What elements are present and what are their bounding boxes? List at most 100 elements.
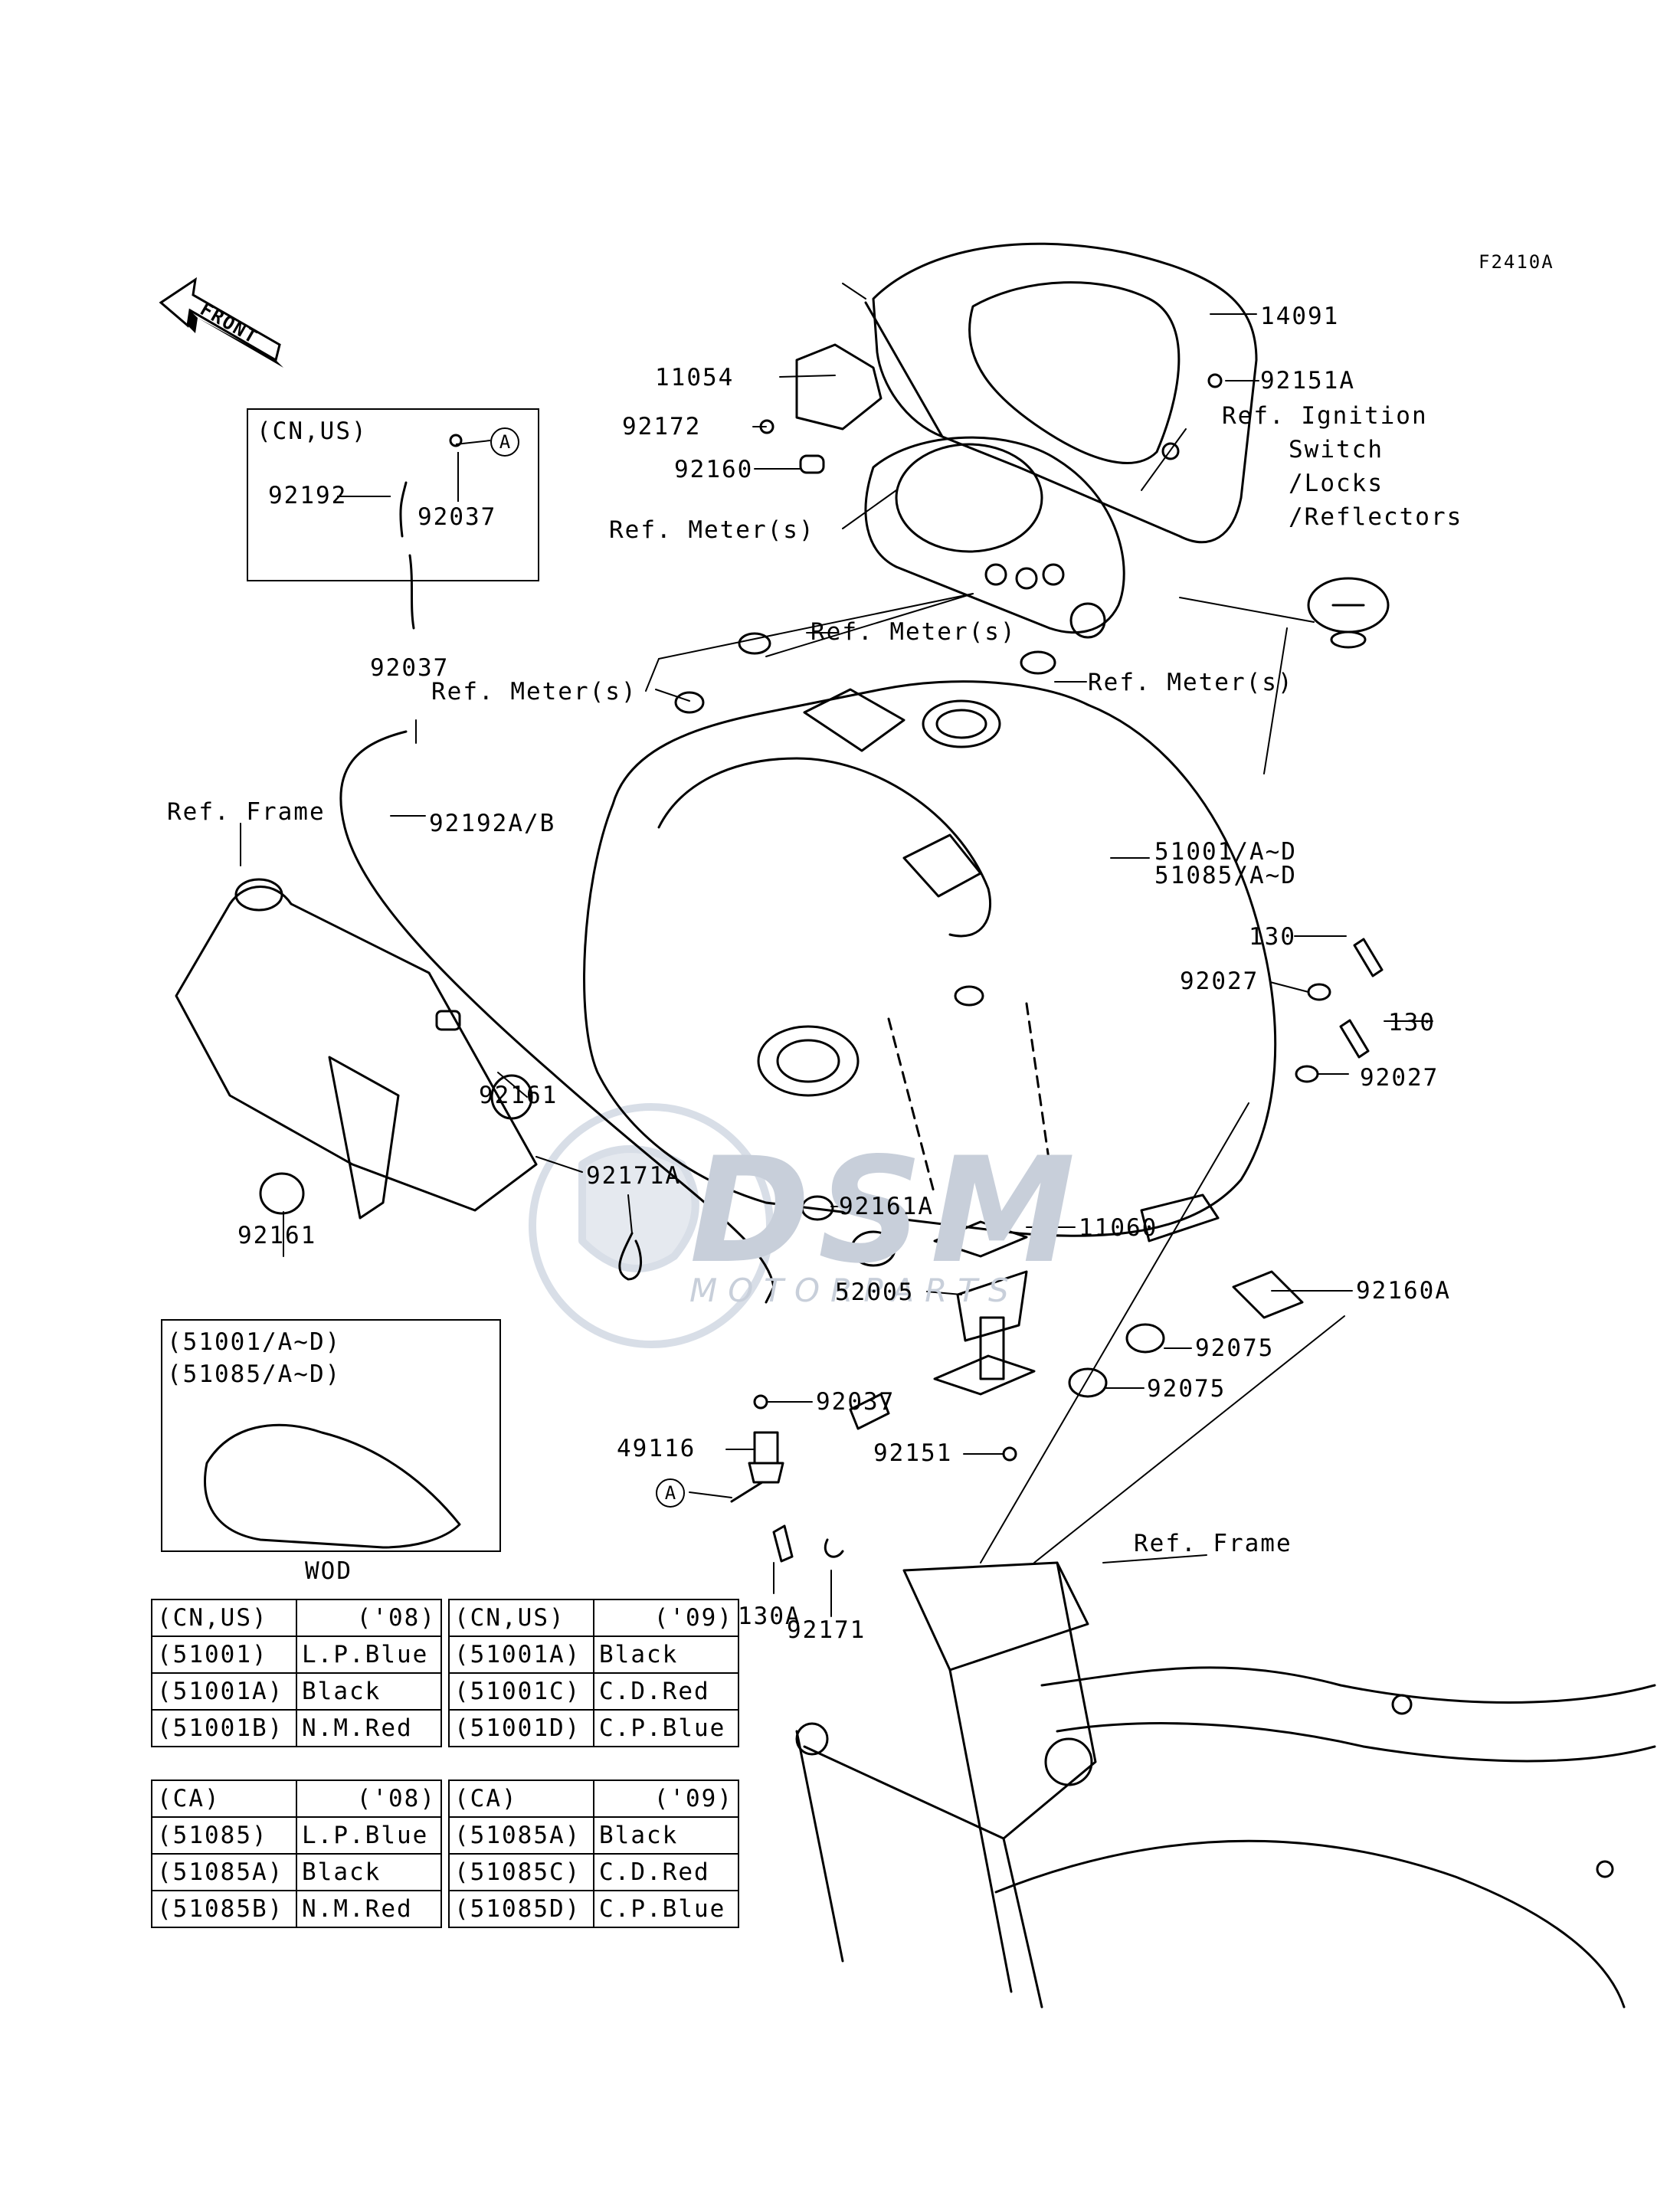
callout-92160A: 92160A [1356, 1277, 1451, 1305]
table-header-row: (CN,US) ('08) [151, 1599, 442, 1637]
table-row: (51085A) Black [151, 1853, 442, 1891]
table-cell: (51085A) [448, 1816, 594, 1855]
damper-92075-b [1068, 1367, 1108, 1398]
callout-130A: 130A [738, 1603, 801, 1630]
ref-frame-right: Ref. Frame [1134, 1530, 1292, 1557]
callout-49116: 49116 [617, 1435, 696, 1462]
ref-meter-1: Ref. Meter(s) [609, 516, 815, 544]
table-cell: C.D.Red [593, 1672, 739, 1711]
wod-tank-outline [204, 1423, 461, 1549]
callout-92161A: 92161A [839, 1193, 934, 1220]
breather-hose [339, 730, 775, 1288]
table-cell: L.P.Blue [296, 1635, 442, 1674]
table-row: (51001B) N.M.Red [151, 1709, 442, 1747]
table-cell: N.M.Red [296, 1709, 442, 1747]
callout-92027-a: 92027 [1180, 968, 1259, 995]
bolt-130A [772, 1524, 794, 1563]
ref-locks: /Locks [1289, 470, 1384, 497]
table-cell: Black [296, 1853, 442, 1891]
table-row: (51085D) C.P.Blue [448, 1890, 739, 1928]
callout-92161-a: 92161 [479, 1082, 558, 1109]
table-cell: (51085C) [448, 1853, 594, 1891]
inset-wod [161, 1319, 501, 1552]
inset-leaders [337, 440, 491, 502]
table-cell: L.P.Blue [296, 1816, 442, 1855]
figure-code: F2410A [1479, 251, 1554, 273]
callout-92171: 92171 [787, 1616, 866, 1644]
table-row: (51085B) N.M.Red [151, 1890, 442, 1928]
screw-92151 [1002, 1446, 1017, 1462]
table-header-cell: (CN,US) [151, 1599, 297, 1637]
color-table-cnus-09: (CN,US) ('09) (51001A) Black (51001C) C.… [448, 1599, 739, 1747]
callout-130-a: 130 [1249, 923, 1296, 951]
table-row: (51001C) C.D.Red [448, 1672, 739, 1711]
meter-cover [864, 242, 1258, 544]
speedometer-unit [864, 436, 1125, 639]
table-cell: (51085) [151, 1816, 297, 1855]
ref-reflectors: /Reflectors [1289, 503, 1463, 531]
table-row: (51001A) Black [151, 1672, 442, 1711]
color-table-ca-09: (CA) ('09) (51085A) Black (51085C) C.D.R… [448, 1780, 739, 1928]
washer-92027-b [1295, 1065, 1319, 1083]
inset-clamp-label: 92037 [418, 503, 497, 531]
table-header-row: (CN,US) ('09) [448, 1599, 739, 1637]
callout-52005: 52005 [835, 1279, 915, 1306]
callout-92151A: 92151A [1260, 367, 1355, 395]
table-header-cell: (CN,US) [448, 1599, 594, 1637]
callout-92075-b: 92075 [1147, 1375, 1226, 1403]
table-row: (51001) L.P.Blue [151, 1635, 442, 1674]
table-row: (51001D) C.P.Blue [448, 1709, 739, 1747]
ref-meter-4: Ref. Meter(s) [1088, 669, 1294, 696]
marker-a-top: A [490, 427, 519, 457]
watermark-sub: MOTORPARTS [689, 1272, 1020, 1309]
ref-frame-left: Ref. Frame [167, 798, 326, 826]
table-cell: Black [593, 1816, 739, 1855]
callout-14091: 14091 [1260, 303, 1340, 330]
table-header-cell: ('08) [296, 1780, 442, 1818]
table-cell: Black [296, 1672, 442, 1711]
table-cell: (51085A) [151, 1853, 297, 1891]
wod-line2: (51085/A~D) [167, 1360, 342, 1388]
valve-49116 [730, 1431, 784, 1503]
fuel-cap [1307, 577, 1390, 649]
fuel-tank [583, 680, 1277, 1243]
callout-92172: 92172 [622, 413, 702, 440]
table-cell: Black [593, 1635, 739, 1674]
callout-92171A: 92171A [586, 1162, 681, 1190]
table-cell: C.P.Blue [593, 1709, 739, 1747]
clip-92171A [618, 1232, 643, 1281]
table-header-cell: ('09) [593, 1599, 739, 1637]
table-cell: C.P.Blue [593, 1890, 739, 1928]
color-table-ca-08: (CA) ('08) (51085) L.P.Blue (51085A) Bla… [151, 1780, 442, 1928]
callout-92037-top: 92037 [370, 654, 450, 682]
washer-92027-a [1307, 983, 1331, 1001]
main-frame [795, 1561, 1656, 2009]
table-cell: (51001A) [151, 1672, 297, 1711]
table-cell: (51001) [151, 1635, 297, 1674]
callout-92075-a: 92075 [1195, 1334, 1275, 1362]
table-row: (51001A) Black [448, 1635, 739, 1674]
callout-92151: 92151 [873, 1439, 953, 1467]
callout-92027-b: 92027 [1360, 1064, 1439, 1092]
table-cell: (51001D) [448, 1709, 594, 1747]
color-table-cnus-08: (CN,US) ('08) (51001) L.P.Blue (51001A) … [151, 1599, 442, 1747]
ref-meter-3: Ref. Meter(s) [431, 678, 637, 706]
screw-92151A [1207, 373, 1223, 388]
table-cell: (51001A) [448, 1635, 594, 1674]
damper-92075-a [1125, 1323, 1165, 1354]
callout-130-b: 130 [1388, 1009, 1436, 1036]
watermark-globe [529, 1103, 774, 1348]
bolt-130-a [1353, 938, 1384, 977]
callout-11054: 11054 [655, 364, 735, 391]
table-cell: (51085D) [448, 1890, 594, 1928]
clamp-92037-bottom [753, 1394, 768, 1410]
table-header-row: (CA) ('09) [448, 1780, 739, 1818]
table-cell: (51085B) [151, 1890, 297, 1928]
wod-caption: WOD [305, 1557, 352, 1585]
table-header-cell: (CA) [151, 1780, 297, 1818]
wod-line1: (51001/A~D) [167, 1328, 342, 1356]
callout-92161-b: 92161 [237, 1222, 317, 1249]
table-row: (51085) L.P.Blue [151, 1816, 442, 1855]
table-cell: (51001C) [448, 1672, 594, 1711]
